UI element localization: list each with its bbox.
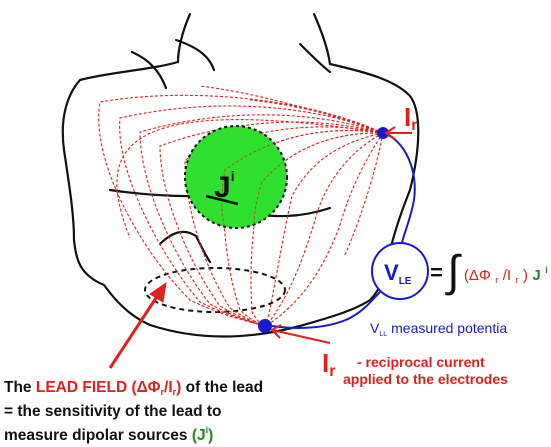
- dipole-source-disc: [184, 125, 288, 229]
- caption-post: of the lead: [181, 379, 263, 396]
- bottom-current-label: Ir: [322, 348, 335, 380]
- bottom-current-subscript: r: [329, 363, 335, 380]
- equation-slash: /I: [503, 267, 511, 284]
- caption-line1: The LEAD FIELD (ΔΦr/Ir) of the lead: [4, 379, 263, 397]
- caption-line3: measure dipolar sources (Ji): [4, 425, 213, 444]
- reciprocal-note-line2: applied to the electrodes: [343, 371, 508, 387]
- voltmeter-symbol: V: [384, 260, 399, 285]
- caption-formula-slash: /I: [164, 379, 173, 396]
- caption-source-sup: i: [206, 425, 209, 435]
- field-line: [98, 94, 384, 327]
- equation-sub1: r: [495, 275, 498, 285]
- field-line: [344, 132, 384, 256]
- field-line: [265, 132, 384, 327]
- caption-pointer-arrow: [108, 281, 167, 369]
- source-letter: J: [214, 171, 231, 204]
- caption-pre: The: [4, 379, 36, 396]
- equation-j-sup: i: [545, 265, 548, 275]
- voltmeter: [371, 242, 429, 300]
- equation: = ∫ (ΔΦ r /I r ) J i: [430, 247, 548, 296]
- caption-formula-sub2: r: [173, 387, 177, 397]
- lead-field-lines: [98, 85, 384, 327]
- caption-source-close: ): [208, 427, 213, 444]
- measured-subscript: LL: [379, 331, 387, 338]
- measured-symbol: V: [370, 320, 380, 336]
- field-line: [199, 85, 384, 134]
- field-line: [184, 126, 384, 327]
- top-current-symbol: I: [404, 102, 411, 132]
- equation-term-open: (ΔΦ: [464, 267, 491, 284]
- equation-j: J: [532, 267, 540, 284]
- reciprocal-note-line1: - reciprocal current: [357, 354, 485, 370]
- equation-equals: =: [430, 260, 443, 285]
- bottom-current-symbol: I: [322, 348, 329, 378]
- field-line: [119, 105, 384, 327]
- caption-formula-close: ): [176, 379, 181, 396]
- equation-integral: ∫: [444, 247, 462, 296]
- lead-wires: [271, 132, 416, 329]
- measured-potential-label: VLL measured potentia: [370, 320, 507, 338]
- bottom-current-arrow: [270, 324, 331, 344]
- source-arrow-icon: [205, 194, 239, 206]
- field-line: [249, 99, 384, 134]
- field-line: [265, 132, 384, 327]
- caption-line2: = the sensitivity of the lead to: [4, 403, 221, 420]
- voltmeter-subscript: LE: [399, 276, 412, 287]
- caption-line3-pre: measure dipolar sources: [4, 427, 192, 444]
- source-label: Ji: [214, 168, 235, 204]
- source-superscript: i: [231, 168, 235, 184]
- bottom-electrode: [258, 319, 272, 333]
- caption-formula-sub1: r: [161, 387, 165, 397]
- top-current-subscript: r: [411, 117, 417, 134]
- field-line: [139, 114, 384, 327]
- torso-outline: [61, 12, 420, 338]
- caption-source: (J: [192, 427, 206, 444]
- measured-text: measured potentia: [391, 320, 507, 336]
- field-line: [116, 119, 384, 239]
- equation-term-close: ): [523, 267, 528, 284]
- top-current-arrow: [384, 126, 412, 140]
- electrode-region-ellipse: [144, 267, 286, 313]
- voltmeter-label: VLE: [384, 260, 412, 287]
- caption-formula-open: (ΔΦ: [127, 379, 161, 396]
- field-line: [265, 132, 384, 327]
- equation-sub2: r: [516, 275, 519, 285]
- field-line: [159, 121, 384, 327]
- top-current-label: Ir: [404, 102, 417, 134]
- caption-lead-field: LEAD FIELD: [36, 379, 127, 396]
